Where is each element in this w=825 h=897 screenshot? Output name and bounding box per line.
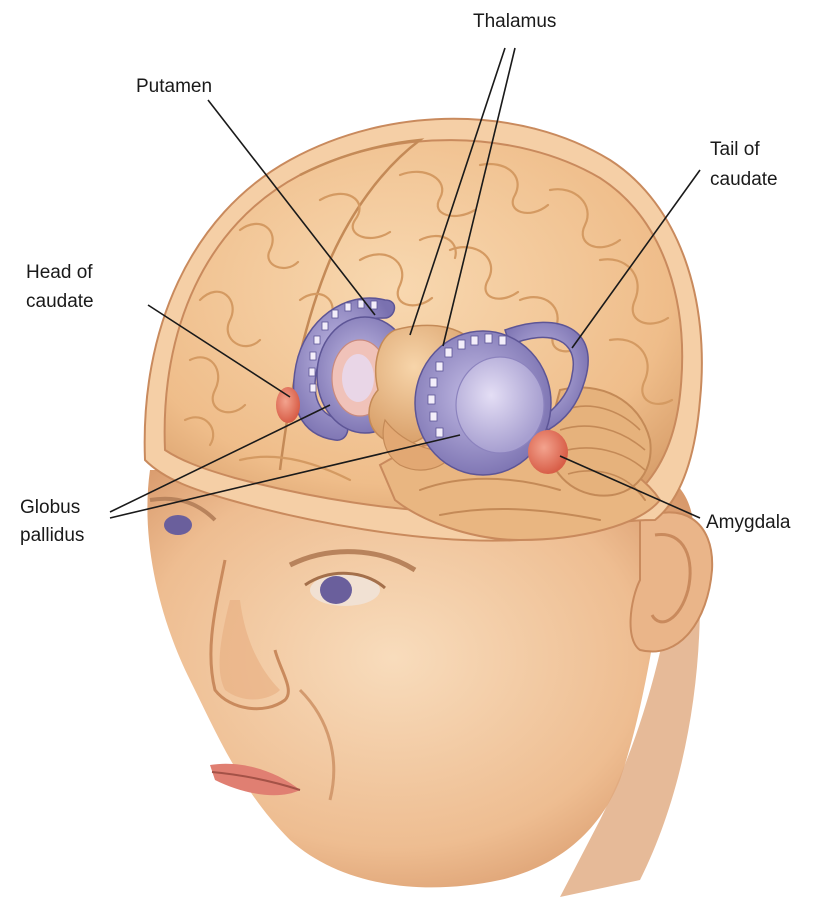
amygdala-marker [528, 430, 568, 474]
left-globus-pallidus-inner [342, 354, 374, 402]
label-head-of-caudate-line2: caudate [26, 291, 94, 312]
label-tail-of-caudate-line1: Tail of [710, 139, 760, 160]
right-globus-pallidus [456, 357, 544, 453]
label-globus-pallidus-line2: pallidus [20, 525, 84, 546]
label-head-of-caudate-line1: Head of [26, 262, 93, 283]
ear [631, 512, 713, 651]
label-amygdala: Amygdala [706, 512, 791, 533]
label-tail-of-caudate-line2: caudate [710, 169, 778, 190]
label-thalamus: Thalamus [473, 11, 556, 32]
label-putamen: Putamen [136, 76, 212, 97]
eye-right-iris [320, 576, 352, 604]
label-globus-pallidus-line1: Globus [20, 497, 80, 518]
eye-left [164, 515, 192, 535]
head-of-caudate-marker [276, 387, 300, 423]
